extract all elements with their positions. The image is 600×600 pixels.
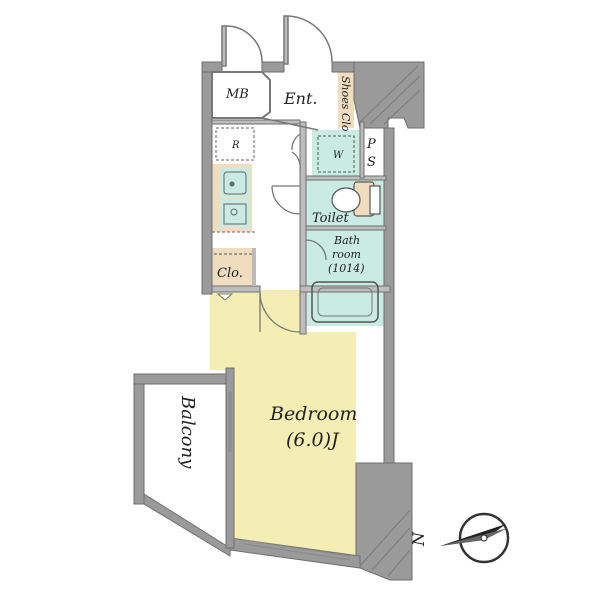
shoes-closet-floor <box>338 70 354 128</box>
compass-north-label: N <box>409 531 428 547</box>
closet-label: Clo. <box>217 266 243 281</box>
interior-doors <box>259 133 327 333</box>
washer-label: W <box>333 150 344 161</box>
pipe-space-s-label: S <box>367 155 376 170</box>
pipe-space-p-label: P <box>366 137 376 152</box>
washer-area-floor <box>312 130 360 176</box>
mb-box <box>211 71 271 119</box>
closet-door <box>252 248 256 286</box>
entrance-doors <box>221 15 333 67</box>
bedroom-size-label: (6.0)J <box>286 429 340 451</box>
toilet-label: Toilet <box>312 211 349 226</box>
shoes-closet-label: Shoes Clo <box>339 76 352 132</box>
bathroom-label-line1: Bath <box>333 234 360 247</box>
wall-hatching <box>359 65 421 577</box>
balcony-label: Balcony <box>177 395 198 469</box>
mb-label: MB <box>225 87 249 102</box>
bottom-window <box>243 539 351 561</box>
entrance-label: Ent. <box>283 89 318 108</box>
bathroom-label-line3: (1014) <box>328 262 365 275</box>
kitchen-fixtures <box>212 171 256 233</box>
bathtub-inner <box>317 287 373 317</box>
compass-icon <box>440 512 510 564</box>
entrance-step <box>261 117 319 131</box>
walls <box>133 61 425 581</box>
bathtub <box>311 281 379 323</box>
bedroom-name-label: Bedroom <box>269 403 357 425</box>
bathroom-label-line2: room <box>332 248 361 261</box>
kitchen-stove-area <box>220 200 250 228</box>
washer-space <box>317 135 355 173</box>
balcony-window <box>228 392 232 452</box>
bedroom-floor <box>210 290 356 566</box>
refrigerator-label: R <box>231 140 240 151</box>
bathroom-floor <box>306 230 384 326</box>
toilet-fixture <box>331 181 381 217</box>
closet-marker <box>216 293 234 301</box>
